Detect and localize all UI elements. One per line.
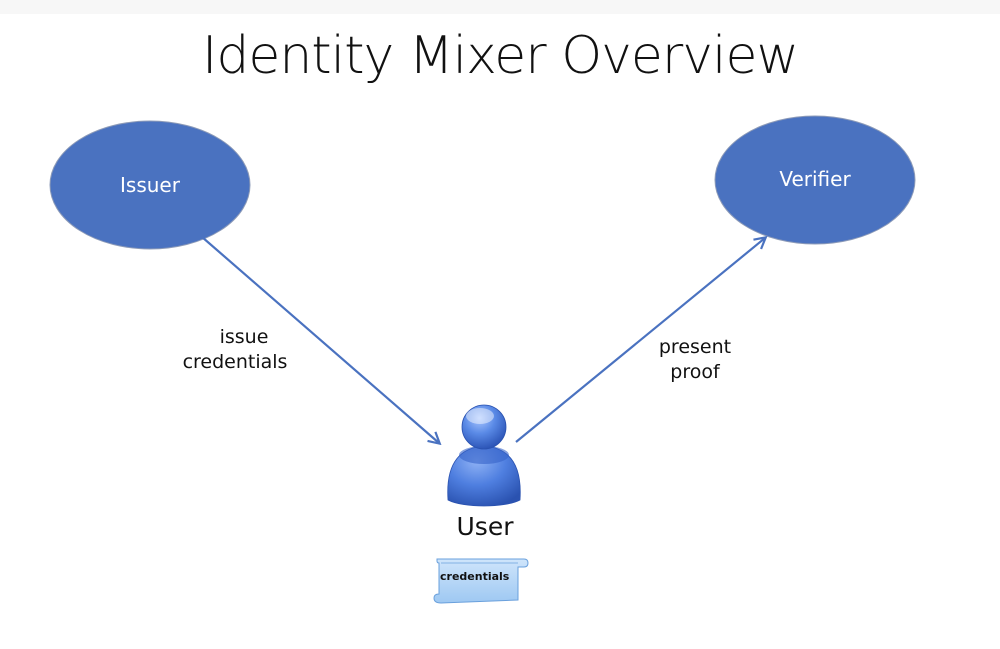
user-icon: [447, 404, 521, 507]
issue-credentials-label-line1: issue: [219, 326, 269, 348]
credentials-document-label: credentials: [440, 570, 510, 583]
present-proof-label-line2: proof: [670, 361, 720, 383]
credentials-scroll-icon: [433, 558, 529, 604]
issue-credentials-label: issue credentials: [170, 325, 300, 375]
verifier-label: Verifier: [779, 167, 851, 191]
present-proof-label-line1: present: [658, 336, 732, 358]
issue-credentials-arrow: [201, 236, 439, 443]
diagram-title: Identity Mixer Overview: [201, 26, 799, 86]
verifier-node[interactable]: [714, 115, 916, 245]
issue-credentials-label-line2: credentials: [182, 351, 288, 373]
user-label: User: [456, 512, 514, 541]
issuer-node[interactable]: [49, 120, 251, 250]
present-proof-label: present proof: [645, 335, 745, 385]
slide-top-bar: [0, 0, 1000, 14]
present-proof-arrow: [515, 238, 765, 443]
issuer-label: Issuer: [120, 173, 180, 197]
